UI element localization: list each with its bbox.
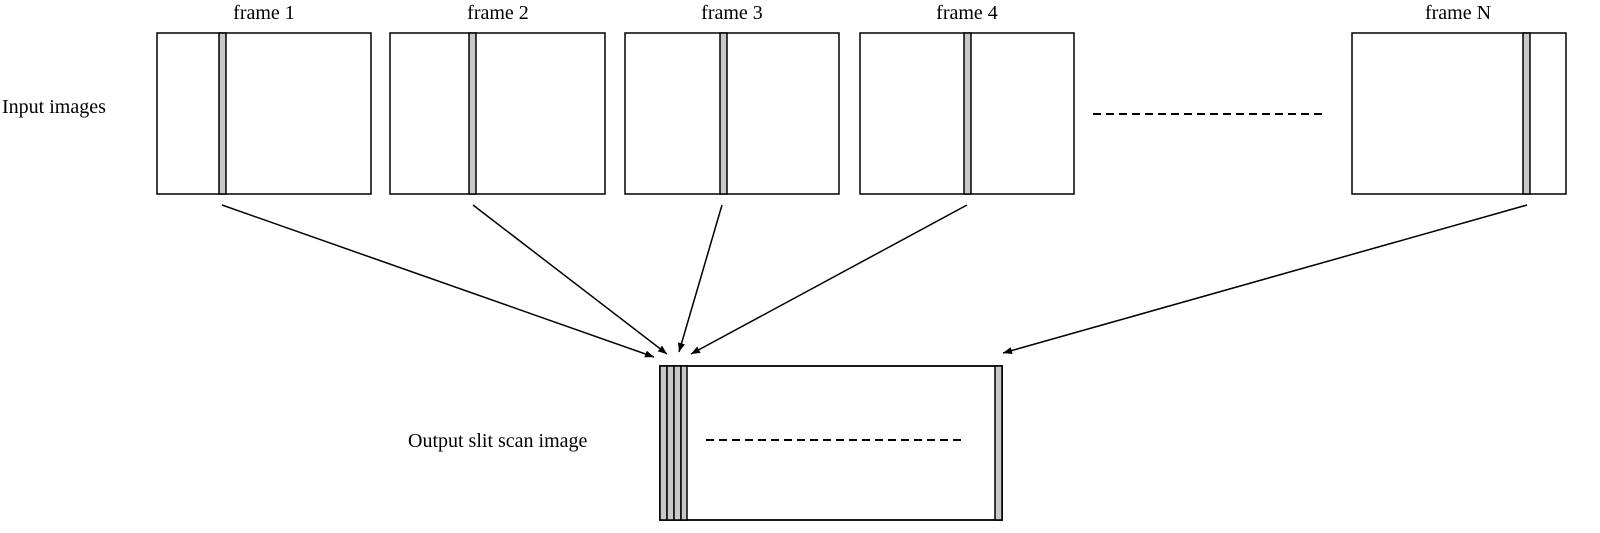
slit — [1522, 32, 1531, 195]
output-label: Output slit scan image — [408, 430, 588, 452]
slit — [666, 365, 675, 521]
frame-3: frame 3 — [624, 2, 840, 195]
slit — [719, 32, 728, 195]
slit — [994, 365, 1003, 521]
arrows — [221, 204, 1528, 358]
slit — [659, 365, 668, 521]
frame-label: frame 4 — [936, 2, 998, 24]
slit — [673, 365, 682, 521]
frame-label: frame 3 — [701, 2, 763, 24]
arrow — [678, 204, 723, 353]
slit — [468, 32, 477, 195]
frame-box — [156, 32, 372, 195]
arrow — [221, 204, 655, 358]
slit — [963, 32, 972, 195]
input-images-label: Input images — [2, 96, 106, 118]
frame-box — [1351, 32, 1567, 195]
frame-n: frame N — [1351, 2, 1567, 195]
arrow — [472, 204, 668, 355]
output-image — [659, 365, 1003, 521]
frame-2: frame 2 — [389, 2, 606, 195]
frame-label: frame 2 — [467, 2, 529, 24]
arrow — [690, 204, 968, 355]
frame-label: frame 1 — [233, 2, 295, 24]
frame-box — [624, 32, 840, 195]
frame-label: frame N — [1425, 2, 1491, 24]
slit — [218, 32, 227, 195]
frame-box — [389, 32, 606, 195]
output-box — [659, 365, 1003, 521]
frame-4: frame 4 — [859, 2, 1075, 195]
frame-1: frame 1 — [156, 2, 372, 195]
slit — [680, 365, 688, 521]
arrow — [1002, 204, 1528, 355]
